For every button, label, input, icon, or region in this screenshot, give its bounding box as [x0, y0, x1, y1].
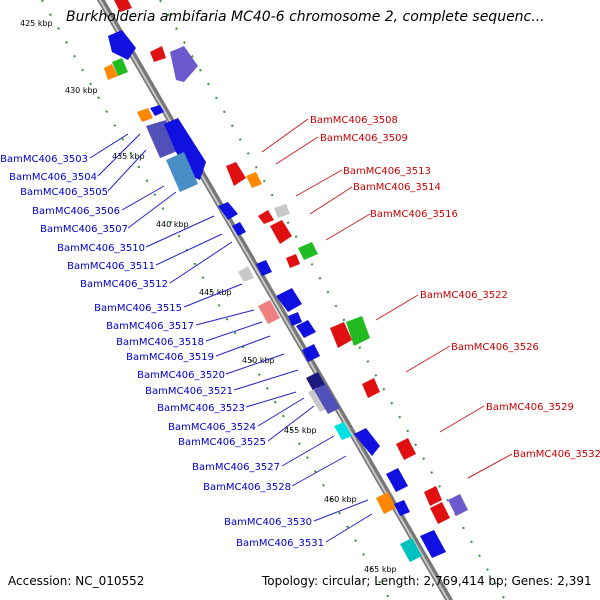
gene-arrow[interactable] [298, 242, 318, 260]
gene-arrow[interactable] [270, 220, 292, 244]
gene-label[interactable]: BamMC406_3521 [145, 386, 233, 397]
gene-arrow[interactable] [114, 0, 132, 12]
gene-arrow[interactable] [394, 500, 410, 516]
gene-label[interactable]: BamMC406_3526 [451, 342, 539, 353]
gene-label[interactable]: BamMC406_3515 [94, 303, 182, 314]
gene-label[interactable]: BamMC406_3528 [203, 482, 291, 493]
gene-label[interactable]: BamMC406_3510 [57, 243, 145, 254]
gene-label[interactable]: BamMC406_3514 [353, 182, 441, 193]
gene-arrow[interactable] [170, 46, 198, 82]
reverse-strand-genes [104, 30, 446, 562]
left-leader-lines [89, 133, 373, 543]
gene-label[interactable]: BamMC406_3512 [80, 279, 168, 290]
kbp-tick-label: 430 kbp [65, 86, 98, 95]
gene-arrow[interactable] [238, 266, 254, 282]
gene-arrow[interactable] [376, 492, 396, 514]
kbp-tick-label: 445 kbp [199, 288, 232, 297]
gene-label[interactable]: BamMC406_3509 [320, 133, 408, 144]
gene-arrow[interactable] [296, 320, 316, 338]
gene-arrow[interactable] [166, 152, 198, 192]
gene-label[interactable]: BamMC406_3506 [32, 206, 120, 217]
gene-arrow[interactable] [430, 502, 450, 524]
gene-label[interactable]: BamMC406_3532 [513, 449, 600, 460]
right-gene-labels: BamMC406_3508 BamMC406_3509 BamMC406_351… [310, 115, 600, 460]
gene-label[interactable]: BamMC406_3527 [192, 462, 280, 473]
gene-label[interactable]: BamMC406_3511 [67, 261, 155, 272]
gene-label[interactable]: BamMC406_3531 [236, 538, 324, 549]
gene-arrow[interactable] [448, 494, 468, 516]
kbp-tick-label: 455 kbp [284, 426, 317, 435]
forward-strand-genes [114, 0, 468, 524]
gene-label[interactable]: BamMC406_3519 [126, 352, 214, 363]
gene-arrow[interactable] [232, 222, 246, 236]
kbp-tick-label: 435 kbp [112, 152, 145, 161]
gene-arrow[interactable] [164, 118, 206, 180]
right-leader-lines [261, 118, 513, 479]
gene-label[interactable]: BamMC406_3513 [343, 166, 431, 177]
gene-arrow[interactable] [346, 316, 370, 346]
gene-arrow[interactable] [150, 105, 164, 116]
gene-label[interactable]: BamMC406_3530 [224, 517, 312, 528]
gene-arrow[interactable] [286, 254, 300, 268]
kbp-tick-label: 465 kbp [364, 565, 397, 574]
gene-arrow[interactable] [396, 438, 416, 460]
gene-label[interactable]: BamMC406_3503 [0, 154, 88, 165]
gene-label[interactable]: BamMC406_3507 [40, 224, 128, 235]
gene-arrow[interactable] [354, 428, 380, 456]
gene-arrow[interactable] [400, 538, 422, 562]
gene-arrow[interactable] [104, 64, 118, 80]
gene-label[interactable]: BamMC406_3505 [20, 187, 108, 198]
gene-label[interactable]: BamMC406_3516 [370, 209, 458, 220]
gene-label[interactable]: BamMC406_3524 [168, 422, 256, 433]
gene-arrow[interactable] [330, 322, 352, 348]
gene-arrow[interactable] [218, 202, 238, 220]
map-title: Burkholderia ambifaria MC40-6 chromosome… [66, 9, 545, 25]
gene-label[interactable]: BamMC406_3520 [137, 370, 225, 381]
kbp-ticks: 425 kbp 430 kbp 435 kbp 440 kbp 445 kbp … [20, 19, 397, 574]
gene-arrow[interactable] [274, 204, 290, 218]
gene-label[interactable]: BamMC406_3525 [178, 437, 266, 448]
gene-label[interactable]: BamMC406_3517 [106, 321, 194, 332]
left-gene-labels: BamMC406_3503 BamMC406_3504 BamMC406_350… [0, 154, 324, 549]
gene-arrow[interactable] [108, 30, 136, 60]
gene-arrow[interactable] [246, 172, 262, 188]
gene-arrow[interactable] [258, 210, 274, 224]
gene-arrow[interactable] [334, 422, 352, 440]
gene-arrow[interactable] [314, 384, 340, 414]
gene-label[interactable]: BamMC406_3529 [486, 402, 574, 413]
kbp-tick-label: 450 kbp [242, 356, 275, 365]
outer-guide-line [159, 0, 506, 600]
gene-label[interactable]: BamMC406_3508 [310, 115, 398, 126]
accession-text: Accession: NC_010552 [8, 574, 145, 588]
gene-arrow[interactable] [137, 108, 153, 122]
gene-label[interactable]: BamMC406_3518 [116, 337, 204, 348]
gene-arrow[interactable] [386, 468, 408, 492]
genome-summary-text: Topology: circular; Length: 2,769,414 bp… [262, 574, 592, 588]
gene-arrow[interactable] [424, 486, 442, 506]
gene-label[interactable]: BamMC406_3504 [9, 172, 97, 183]
gene-arrow[interactable] [288, 312, 302, 326]
gene-arrow[interactable] [112, 58, 128, 76]
gene-arrow[interactable] [302, 344, 320, 362]
kbp-tick-label: 425 kbp [20, 19, 53, 28]
gene-arrow[interactable] [276, 288, 302, 312]
gene-arrow[interactable] [258, 300, 280, 324]
gene-arrow[interactable] [256, 260, 272, 276]
gene-label[interactable]: BamMC406_3522 [420, 290, 508, 301]
gene-arrow[interactable] [362, 378, 380, 398]
gene-label[interactable]: BamMC406_3523 [157, 403, 245, 414]
gene-arrow[interactable] [150, 46, 166, 62]
gene-arrow[interactable] [226, 162, 246, 186]
kbp-tick-label: 460 kbp [324, 495, 357, 504]
gene-arrow[interactable] [420, 530, 446, 558]
kbp-tick-label: 440 kbp [156, 220, 189, 229]
gene-arrow[interactable] [146, 120, 180, 158]
